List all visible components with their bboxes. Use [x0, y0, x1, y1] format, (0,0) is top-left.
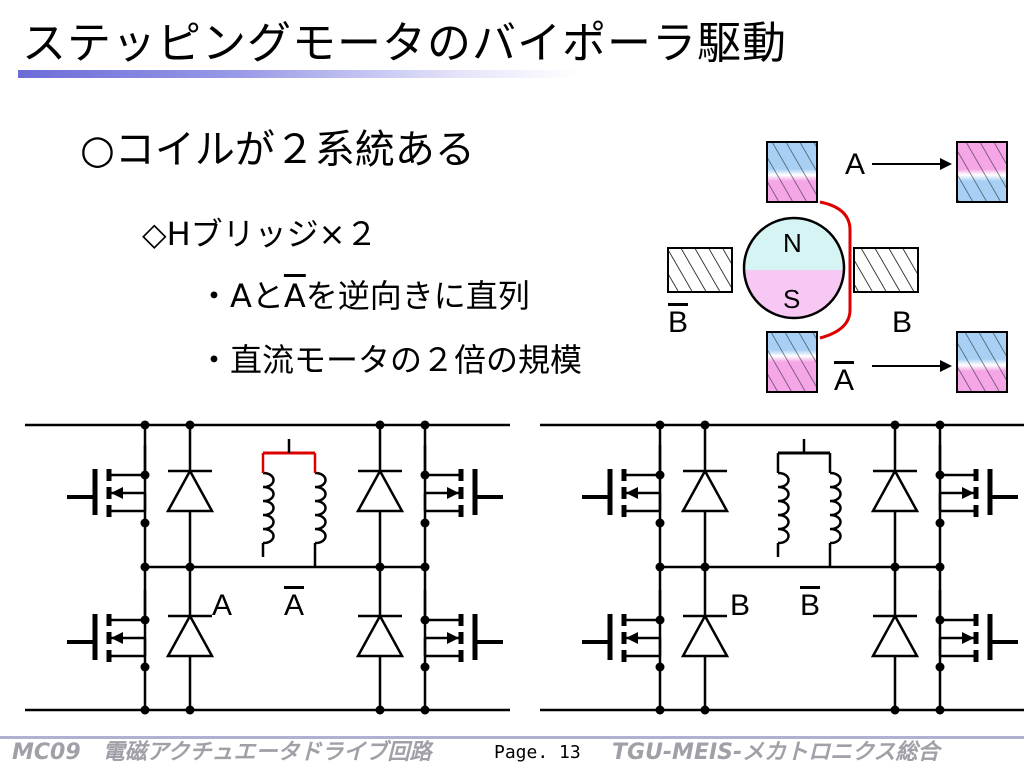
- arrow-a-head: [940, 158, 952, 170]
- rotor-north: N: [783, 228, 802, 258]
- footer-course: MC09 電磁アクチュエータドライブ回路: [12, 740, 432, 765]
- circuit-label-a-bar: A: [284, 589, 304, 622]
- circuit-label-b: B: [730, 589, 750, 622]
- heading: ○コイルが２系統ある: [80, 127, 475, 173]
- coil-a: [766, 141, 818, 203]
- arrow-a-bar-head: [940, 360, 952, 372]
- bullet-1-pre: ・Aと: [198, 277, 284, 315]
- footer-org: TGU-MEIS-メカトロニクス総合: [612, 740, 940, 765]
- label-b: B: [892, 306, 912, 339]
- circuit-label-b-bar: B: [800, 589, 820, 622]
- label-b-bar: B: [668, 306, 688, 339]
- slide-title: ステッピングモータのバイポーラ駆動: [22, 18, 787, 69]
- label-a: A: [845, 148, 865, 181]
- footer-page: Page. 13: [494, 742, 581, 763]
- bullet-1: ・AとAを逆向きに直列: [198, 276, 530, 316]
- rotor-south: S: [783, 284, 800, 314]
- coil-a-reversed: [956, 141, 1008, 203]
- coil-b-bar: [667, 247, 733, 293]
- series-link: [819, 200, 852, 340]
- circuit-label-a: A: [212, 589, 232, 622]
- footer-rule: [0, 736, 1024, 739]
- coil-b: [853, 247, 919, 293]
- title-underline: [18, 70, 578, 78]
- sub-bullet: ◇Hブリッジ×２: [142, 215, 378, 253]
- h-bridge-b: [540, 420, 1024, 715]
- label-a-bar: A: [834, 364, 854, 397]
- coil-a-bar-reversed: [956, 331, 1008, 393]
- bullet-2: ・直流モータの２倍の規模: [198, 341, 583, 379]
- bullet-1-post: を逆向きに直列: [305, 277, 530, 315]
- h-bridge-a: [25, 420, 510, 715]
- coil-a-bar: [766, 331, 818, 393]
- h-bridge-circuits: /* shapes are drawn below */ A A B B: [25, 420, 1024, 715]
- stepper-motor-diagram: A B B N S A: [667, 141, 1008, 397]
- bullet-1-overline: A: [283, 277, 306, 315]
